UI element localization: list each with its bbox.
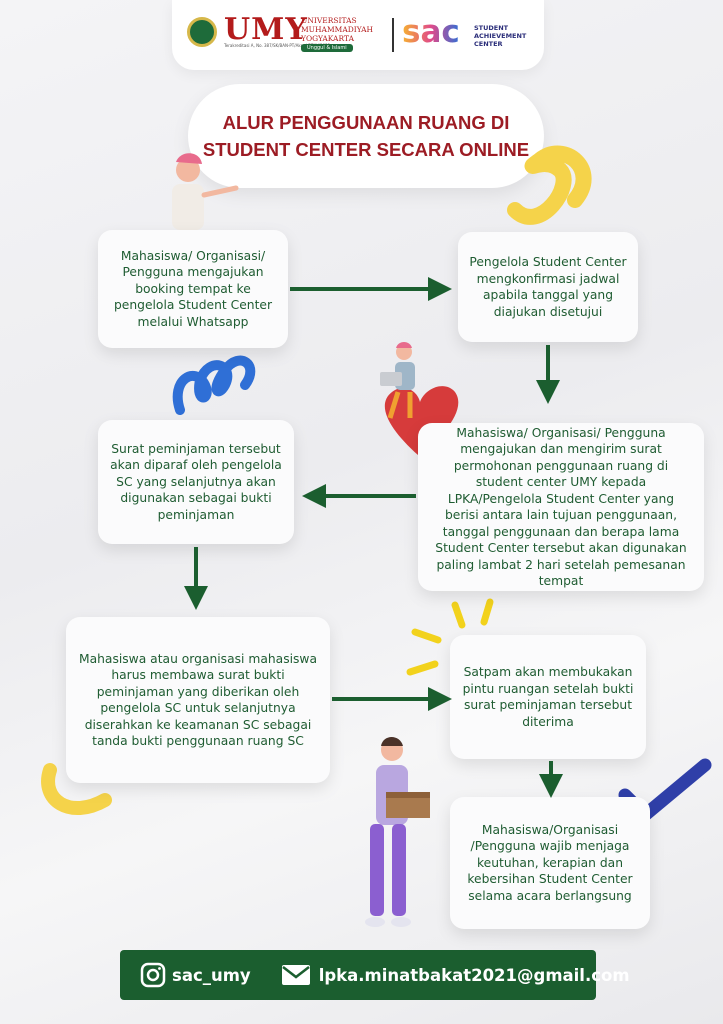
yellow-rays-decoration [406, 598, 494, 676]
step-6-box: Satpam akan membukakan pintu ruangan set… [450, 635, 646, 759]
yellow-squiggle-decoration [507, 145, 592, 225]
sac-logo: sac [402, 14, 460, 50]
person-laptop-illustration [380, 342, 415, 419]
page-title: ALUR PENGGUNAAN RUANG DI STUDENT CENTER … [188, 84, 544, 188]
step-4-box: Surat peminjaman tersebut akan diparaf o… [98, 420, 294, 544]
person-box-illustration [365, 737, 430, 927]
step-7-box: Mahasiswa/Organisasi /Pengguna wajib men… [450, 797, 650, 929]
step-5-box: Mahasiswa atau organisasi mahasiswa haru… [66, 617, 330, 783]
logo-divider [392, 18, 394, 52]
step-3-box: Mahasiswa/ Organisasi/ Pengguna mengajuk… [418, 423, 704, 591]
yellow-arc-decoration [41, 763, 112, 816]
email-contact[interactable]: lpka.minatbakat2021@gmail.com [281, 964, 630, 986]
header-card [172, 0, 544, 70]
email-address: lpka.minatbakat2021@gmail.com [318, 965, 630, 985]
umy-badge: Unggul & Islami [301, 44, 353, 52]
step-2-box: Pengelola Student Center mengkonfirmasi … [458, 232, 638, 342]
blue-spiral-decoration [172, 355, 256, 415]
heart-decoration [384, 386, 459, 455]
umy-logo: UMY [224, 12, 308, 47]
contact-footer: sac_umy lpka.minatbakat2021@gmail.com [120, 950, 630, 1000]
umy-tagline: Terakreditasi A, No. 387/SK/BAN-PT/Akred… [224, 43, 331, 48]
umy-seal-icon [187, 17, 217, 47]
step-1-box: Mahasiswa/ Organisasi/ Pengguna mengajuk… [98, 230, 288, 348]
instagram-contact[interactable]: sac_umy [140, 962, 251, 988]
sac-name: STUDENT ACHIEVEMENT CENTER [474, 24, 527, 48]
instagram-icon [140, 962, 166, 988]
umy-name: UNIVERSITAS MUHAMMADIYAH YOGYAKARTA [301, 16, 374, 43]
title-line-1: ALUR PENGGUNAAN RUANG DI [222, 112, 510, 133]
title-line-2: STUDENT CENTER SECARA ONLINE [202, 139, 530, 160]
person-waving-illustration [172, 153, 239, 230]
mail-icon [281, 965, 310, 985]
instagram-handle: sac_umy [172, 965, 251, 985]
